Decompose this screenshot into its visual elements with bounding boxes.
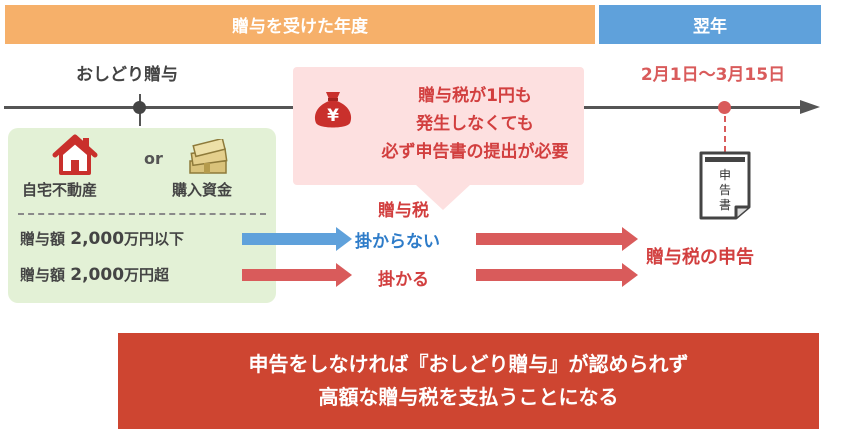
doc-char-3: 書 [719,198,731,212]
arrow-under-right [476,227,638,251]
deadline-connector [724,116,726,152]
banner-line-1: 申告をしなければ『おしどり贈与』が認められず [248,352,689,376]
not-taxed-label: 掛からない [355,232,440,252]
money-label: 購入資金 [172,181,233,199]
gift-label: おしどり贈与 [76,65,178,85]
yen-symbol: ¥ [327,106,339,126]
arrow-under-left [242,227,352,251]
callout-line-3: 必ず申告書の提出が必要 [381,142,569,162]
row-prefix: 贈与額 [20,266,66,284]
tax-return-document-icon: 申 告 書 [699,151,751,220]
callout-line-2: 発生しなくても [416,114,534,134]
callout-tail-right [443,184,471,210]
row-label-over: 贈与額 2,000万円超 [20,264,169,285]
banner-line-2: 高額な贈与税を支払うことになる [318,385,619,409]
gift-point [133,101,146,114]
money-bag-icon: ¥ [314,92,352,128]
or-label: or [144,149,163,168]
tax-declaration-label: 贈与税の申告 [646,247,754,268]
callout-line-1: 贈与税が1円も [418,86,532,106]
year-band: 贈与を受けた年度 [5,5,595,44]
timeline-arrow-head [800,100,820,114]
doc-char-1: 申 [719,168,731,182]
row-amount: 2,000 [70,265,125,285]
row-label-under: 贈与額 2,000万円以下 [20,228,184,249]
next-year-band: 翌年 [599,5,821,44]
callout-text: 贈与税が1円も 発生しなくても 必ず申告書の提出が必要 [370,82,580,166]
row-suffix: 万円以下 [124,230,185,248]
row-prefix: 贈与額 [20,230,66,248]
asset-divider [18,213,266,215]
taxed-label: 掛かる [378,270,429,290]
warning-banner: 申告をしなければ『おしどり贈与』が認められず 高額な贈与税を支払うことになる [118,333,819,429]
doc-char-2: 告 [719,183,731,197]
deadline-point [718,101,731,114]
row-amount: 2,000 [70,229,125,249]
row-suffix: 万円超 [124,266,170,284]
deadline-label: 2月1日〜3月15日 [640,65,786,85]
house-icon [52,134,98,175]
money-stack-icon [189,139,228,174]
arrow-over-left [242,263,352,287]
house-label: 自宅不動産 [22,181,98,199]
arrow-over-right [476,263,638,287]
asset-box [8,128,276,303]
callout-tail-left [415,184,443,210]
gift-tax-label: 贈与税 [378,201,429,221]
